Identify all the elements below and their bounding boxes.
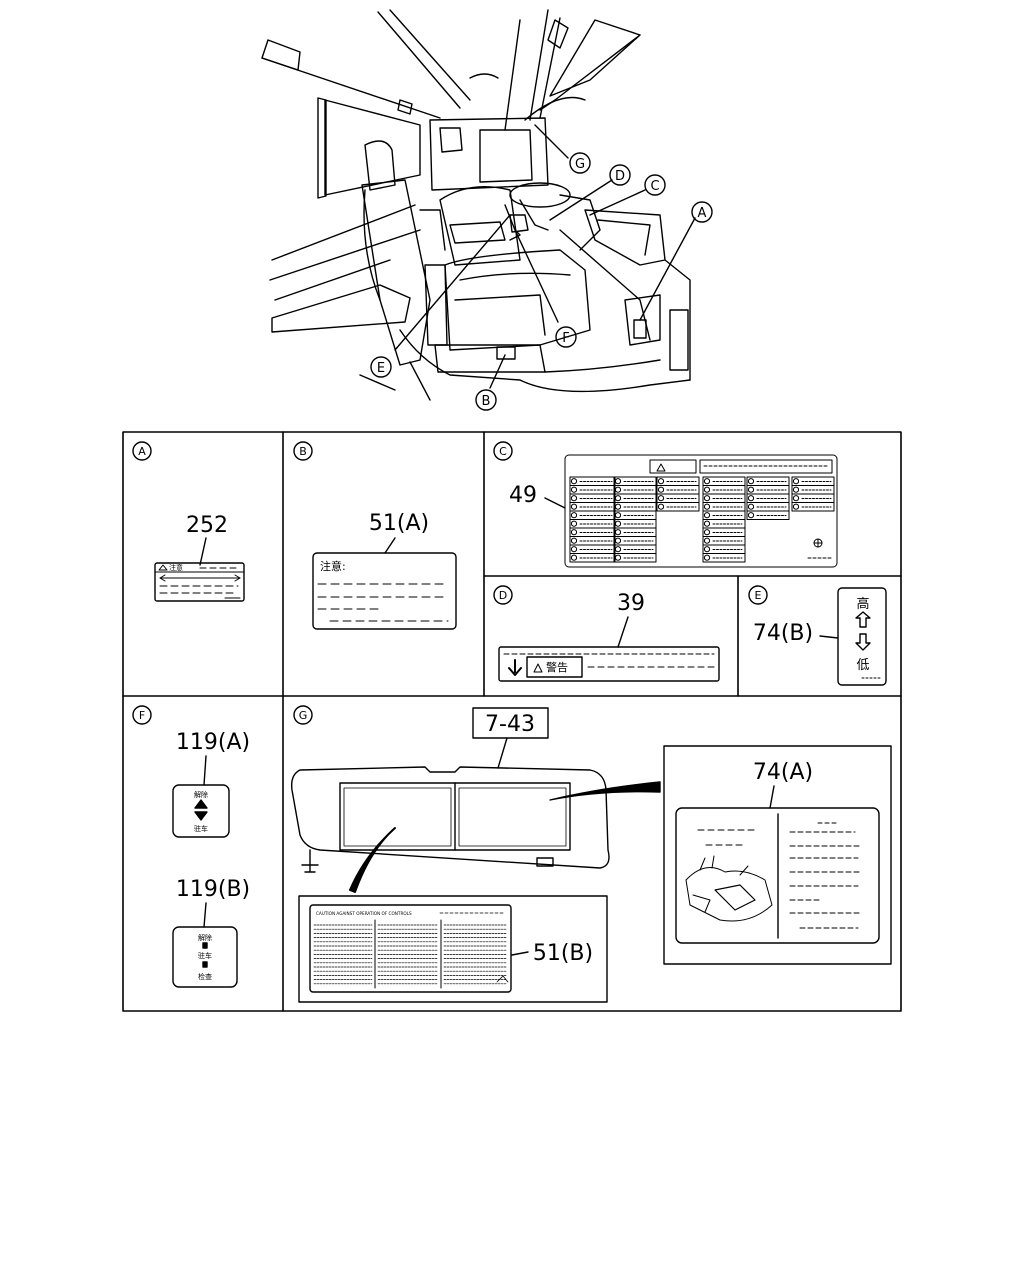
svg-text:注意: 注意 (169, 563, 183, 572)
part-number-51b: 51(B) (533, 941, 593, 966)
svg-text:A: A (698, 206, 707, 221)
callout-a: A (691, 201, 713, 223)
svg-text:C: C (499, 445, 507, 458)
svg-text:驻车: 驻车 (198, 951, 212, 960)
part-number-119b: 119(B) (176, 877, 250, 902)
svg-text:E: E (755, 589, 762, 602)
label-119a: 解除 驻车 (172, 784, 230, 838)
callout-c: C (644, 174, 666, 196)
panel-b: B 51(A) 注意: (293, 441, 457, 630)
part-number-39: 39 (617, 591, 645, 616)
label-51b-detail: CAUTION AGAINST OPERATION OF CONTROLS 51… (298, 895, 608, 1003)
panel-f: F 119(A) 解除 驻车 119(B) 解除 驻车 检查 (132, 705, 250, 988)
cab-interior-illustration (261, 9, 696, 401)
label-252: 注意 (154, 562, 245, 602)
part-number-49: 49 (509, 483, 537, 508)
part-number-252: 252 (186, 513, 228, 538)
label-74b: 高 低 (837, 587, 887, 686)
svg-text:注意:: 注意: (320, 559, 346, 573)
svg-text:高: 高 (856, 596, 869, 612)
callout-g: G (569, 152, 591, 174)
svg-text:B: B (482, 394, 491, 409)
svg-text:解除: 解除 (194, 790, 208, 799)
panel-e: E 74(B) 高 低 (748, 585, 887, 686)
svg-text:D: D (499, 589, 507, 602)
detail-grid (122, 431, 902, 1012)
svg-text:警告: 警告 (546, 660, 568, 674)
svg-text:解除: 解除 (198, 933, 212, 942)
svg-text:B: B (299, 445, 307, 458)
callout-f: F (555, 326, 577, 348)
svg-text:检查: 检查 (198, 972, 212, 981)
svg-text:F: F (562, 331, 569, 346)
callout-d: D (609, 164, 631, 186)
svg-text:C: C (650, 179, 659, 194)
svg-text:低: 低 (856, 658, 869, 673)
svg-text:E: E (377, 361, 385, 376)
part-number-74a: 74(A) (753, 760, 813, 785)
label-39: 警告 (498, 646, 720, 682)
callout-e: E (370, 356, 392, 378)
svg-text:A: A (138, 445, 146, 458)
svg-text:F: F (139, 709, 145, 722)
callout-b: B (475, 389, 497, 411)
svg-text:D: D (615, 169, 625, 184)
label-74a-detail: 74(A) (663, 745, 892, 965)
svg-text:CAUTION AGAINST OPERATION OF C: CAUTION AGAINST OPERATION OF CONTROLS (316, 911, 412, 916)
svg-text:驻车: 驻车 (194, 824, 208, 833)
label-51a: 注意: (312, 552, 457, 630)
part-number-74b: 74(B) (753, 621, 813, 646)
svg-text:G: G (299, 709, 308, 722)
svg-text:G: G (575, 157, 585, 172)
panel-d: D 39 警告 (493, 585, 720, 682)
reference-7-43: 7-43 (485, 712, 535, 737)
part-number-119a: 119(A) (176, 730, 250, 755)
label-119b: 解除 驻车 检查 (172, 926, 238, 988)
panel-g: G 7-43 74(A) (290, 705, 892, 1003)
part-number-51a: 51(A) (369, 511, 429, 536)
sun-visor (290, 766, 610, 873)
label-49 (564, 454, 838, 568)
panel-a: A 252 注意 (132, 441, 245, 602)
panel-c: C 49 (493, 441, 838, 568)
